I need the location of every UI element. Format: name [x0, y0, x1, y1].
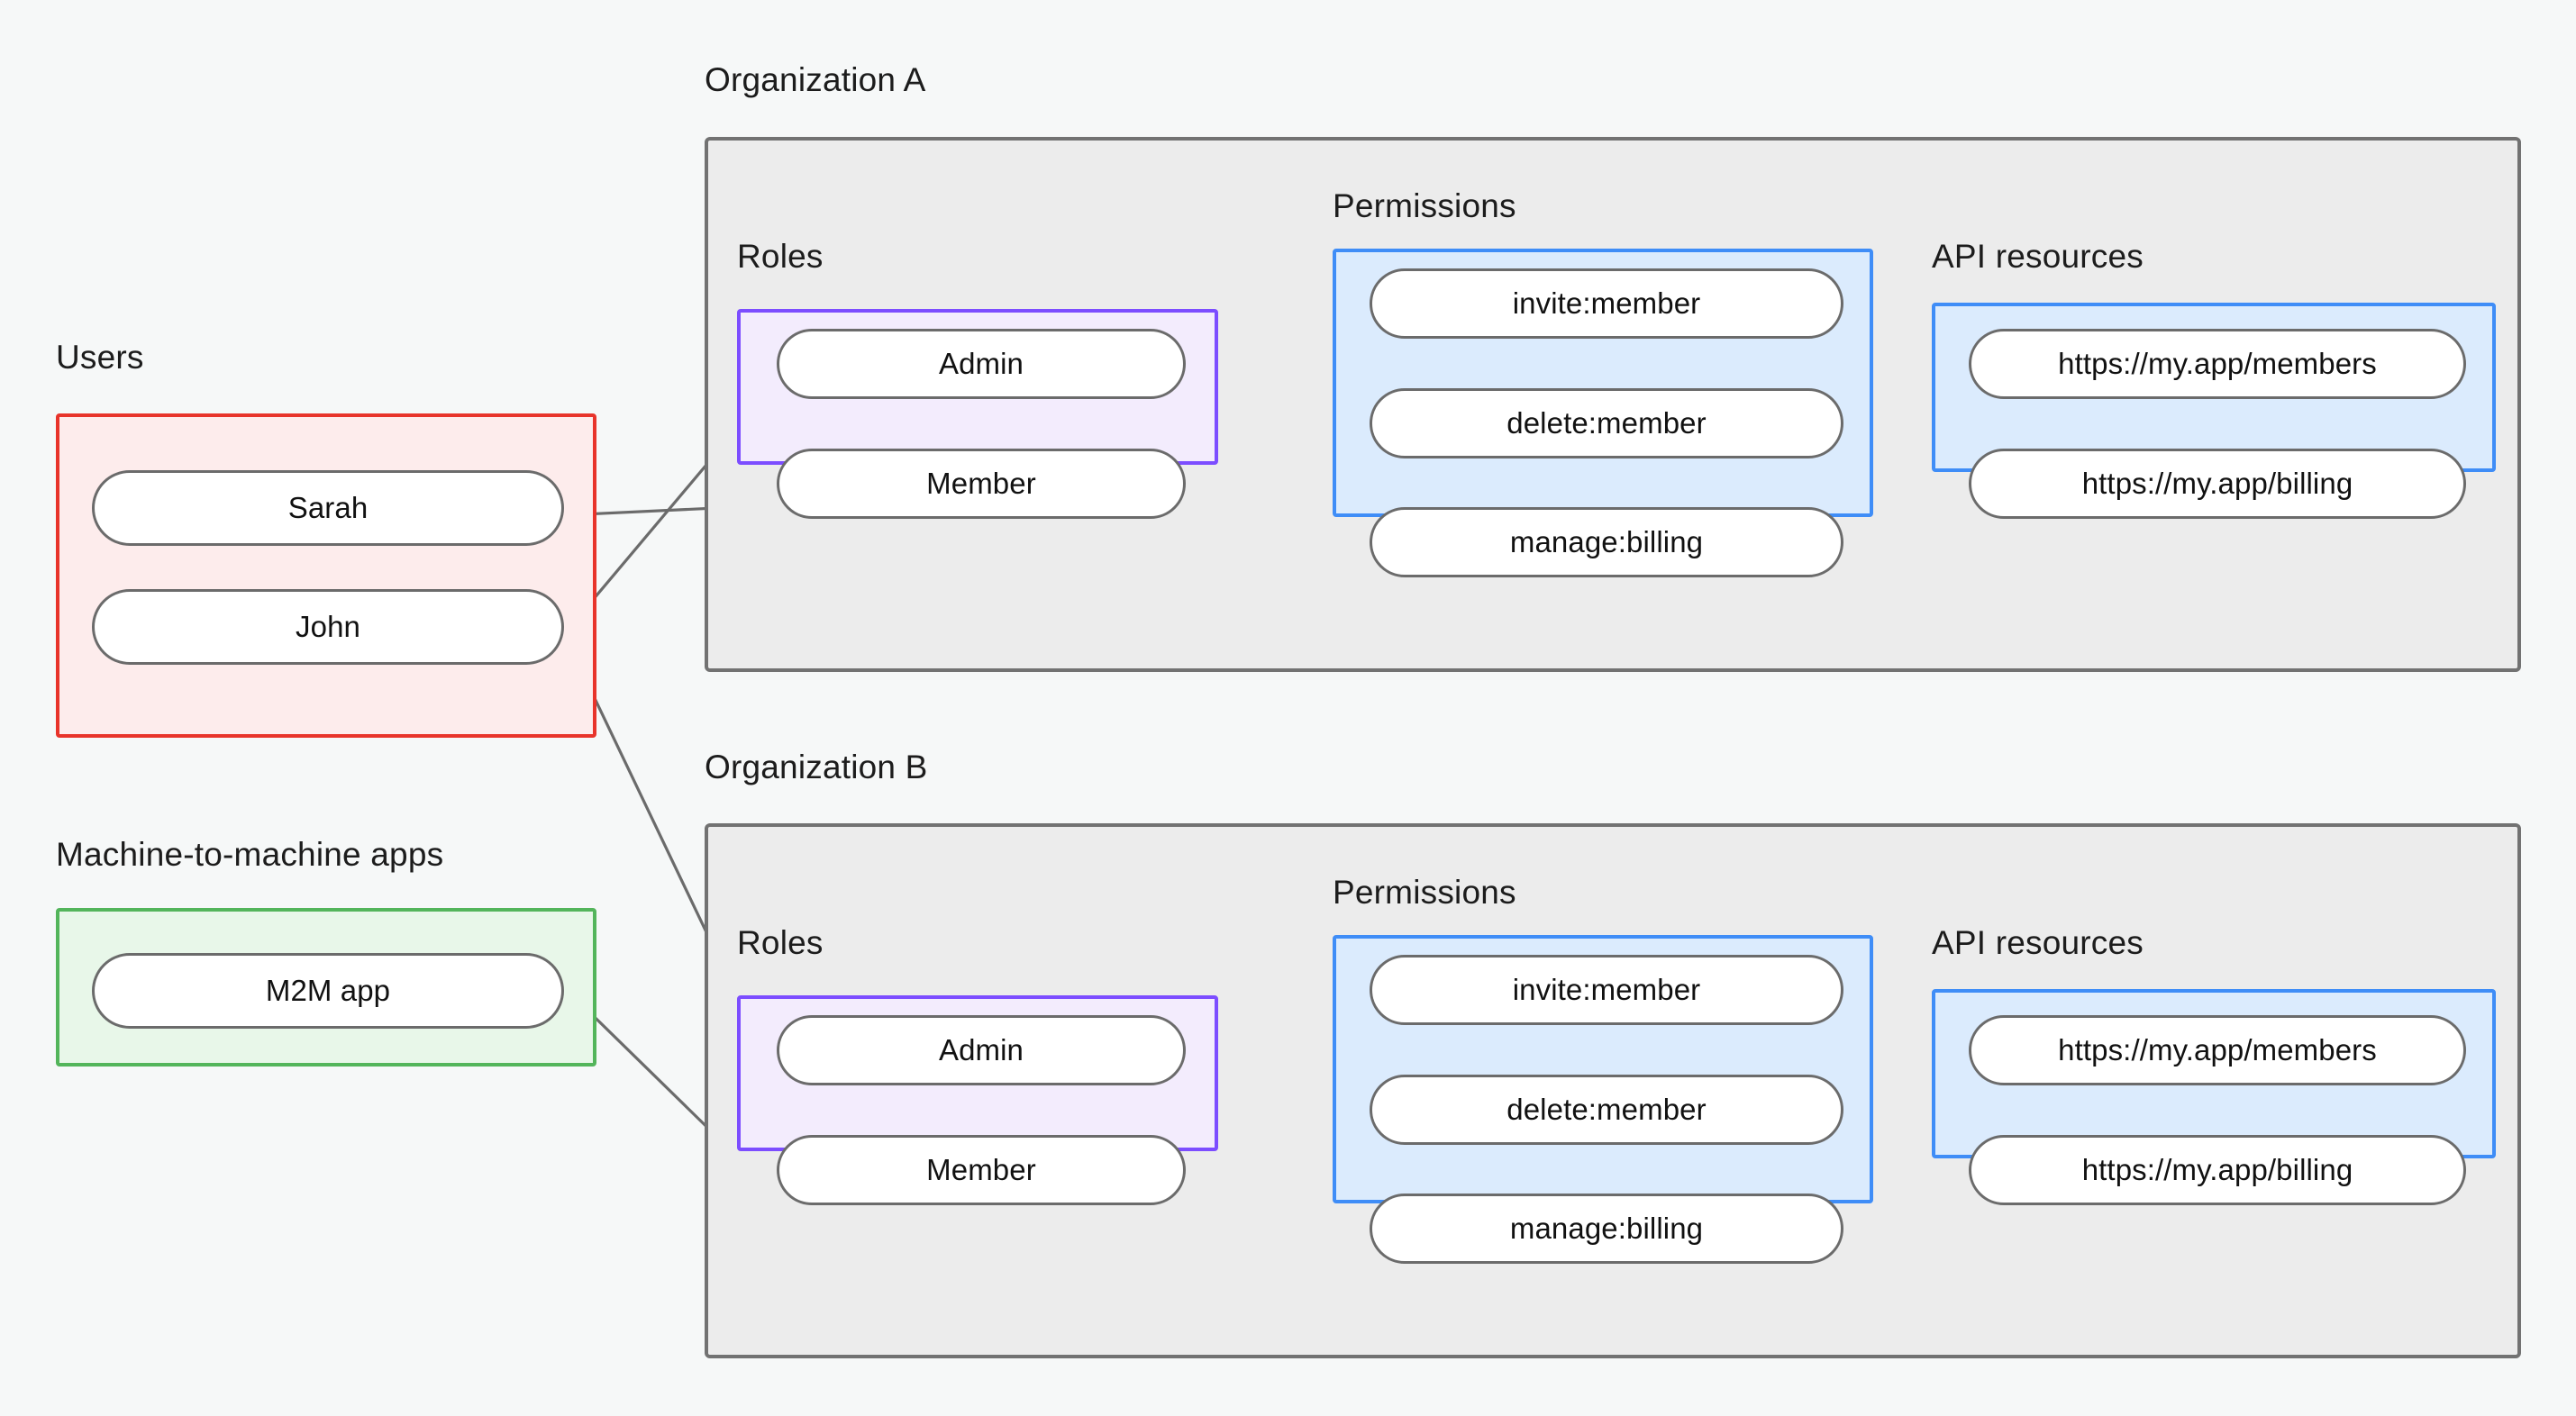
users-group: Sarah John: [56, 413, 596, 738]
organization-b-caption: Organization B: [705, 749, 928, 785]
orgA-permission-invite-member[interactable]: invite:member: [1370, 268, 1843, 339]
orgB-role-admin[interactable]: Admin: [777, 1015, 1186, 1085]
orgA-roles-caption: Roles: [737, 238, 824, 275]
user-node-john[interactable]: John: [92, 589, 564, 665]
orgA-api-resource-members[interactable]: https://my.app/members: [1969, 329, 2466, 399]
orgB-roles-group: Admin Member: [737, 995, 1218, 1205]
orgB-roles-caption: Roles: [737, 924, 824, 961]
orgA-permission-manage-billing[interactable]: manage:billing: [1370, 507, 1843, 577]
orgB-api-resources-caption: API resources: [1932, 924, 2144, 961]
organization-a-caption: Organization A: [705, 61, 926, 98]
machine-apps-group: M2M app: [56, 908, 596, 1067]
orgB-permission-delete-member[interactable]: delete:member: [1370, 1075, 1843, 1145]
users-caption: Users: [56, 339, 144, 376]
organization-b-box: Roles Admin Member Permissions invite:me…: [705, 823, 2521, 1358]
orgA-api-resources-caption: API resources: [1932, 238, 2144, 275]
orgA-role-member[interactable]: Member: [777, 449, 1186, 519]
orgB-permission-manage-billing[interactable]: manage:billing: [1370, 1194, 1843, 1264]
orgB-permissions-group: invite:member delete:member manage:billi…: [1333, 935, 1873, 1264]
orgB-api-resource-billing[interactable]: https://my.app/billing: [1969, 1135, 2466, 1205]
m2m-node-app[interactable]: M2M app: [92, 953, 564, 1029]
orgA-api-resource-billing[interactable]: https://my.app/billing: [1969, 449, 2466, 519]
orgA-permissions-group: invite:member delete:member manage:billi…: [1333, 249, 1873, 577]
machine-apps-caption: Machine-to-machine apps: [56, 836, 444, 873]
orgA-permissions-caption: Permissions: [1333, 187, 1516, 224]
orgB-permissions-caption: Permissions: [1333, 874, 1516, 911]
user-node-sarah[interactable]: Sarah: [92, 470, 564, 546]
orgA-roles-group: Admin Member: [737, 309, 1218, 519]
orgB-role-member[interactable]: Member: [777, 1135, 1186, 1205]
orgB-api-resource-members[interactable]: https://my.app/members: [1969, 1015, 2466, 1085]
organization-a-box: Roles Admin Member Permissions invite:me…: [705, 137, 2521, 672]
orgB-api-resources-group: https://my.app/members https://my.app/bi…: [1932, 989, 2496, 1205]
orgA-api-resources-group: https://my.app/members https://my.app/bi…: [1932, 303, 2496, 519]
orgA-role-admin[interactable]: Admin: [777, 329, 1186, 399]
orgB-permission-invite-member[interactable]: invite:member: [1370, 955, 1843, 1025]
orgA-permission-delete-member[interactable]: delete:member: [1370, 388, 1843, 458]
